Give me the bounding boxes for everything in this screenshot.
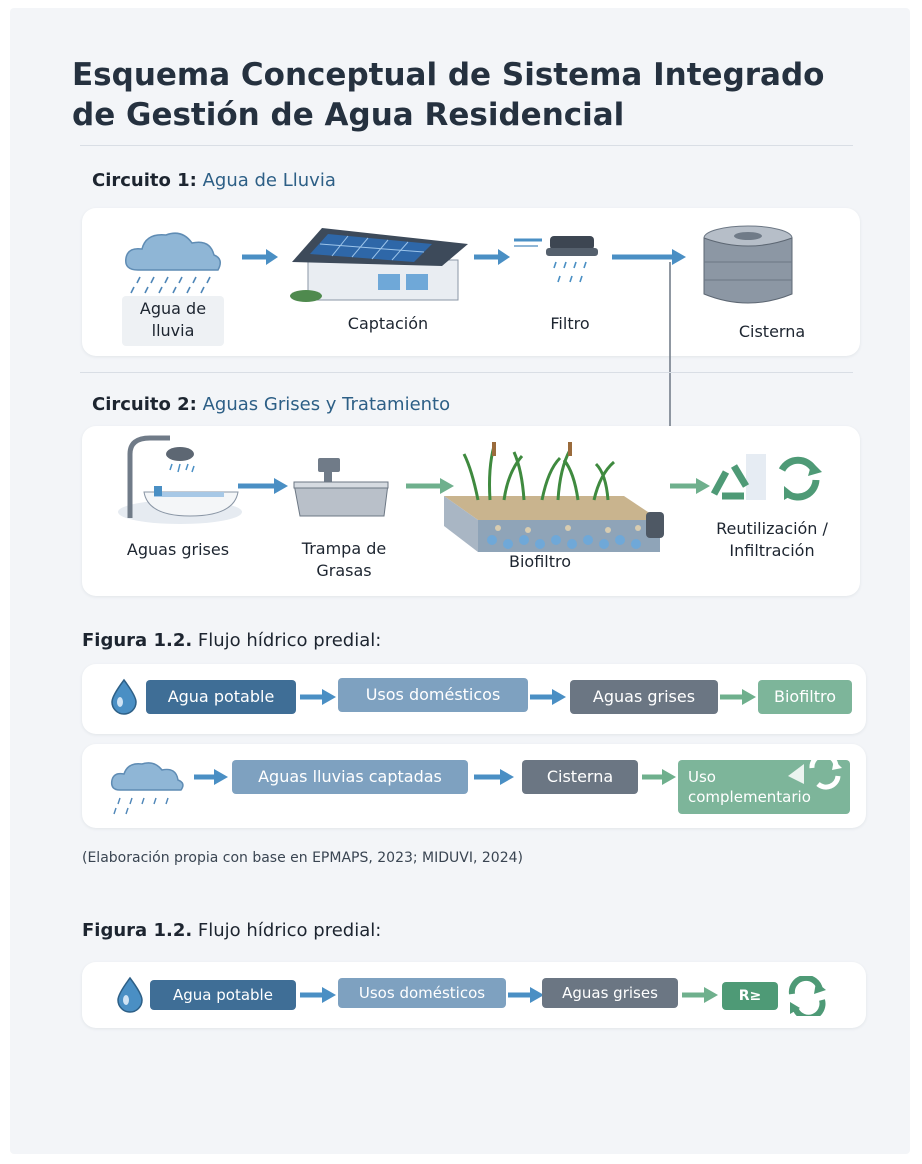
- rain-label-line-2: lluvia: [151, 321, 195, 340]
- capture-label: Captación: [347, 314, 429, 333]
- arrow-icon: [670, 478, 710, 494]
- reuse-badge: R≥: [722, 982, 778, 1010]
- grease-trap-label-line-1: Trampa de: [301, 539, 387, 558]
- rain-cloud-icon: [125, 232, 221, 294]
- figure-b-number: Figura 1.2.: [82, 920, 193, 941]
- circuit-2-number: Circuito 2:: [92, 394, 197, 415]
- complementary-use-line-1: Uso: [688, 768, 716, 786]
- arrow-icon: [242, 249, 278, 265]
- title-line-2: de Gestión de Agua Residencial: [72, 97, 625, 133]
- divider: [80, 145, 853, 146]
- flow-step-domestic-use: Usos domésticos: [338, 978, 506, 1008]
- flow-step-potable-water: Agua potable: [150, 980, 296, 1010]
- arrow-icon: [194, 769, 228, 785]
- grease-trap-icon: [293, 458, 389, 517]
- circuit-2-heading: Circuito 2: Aguas Grises y Tratamiento: [92, 394, 450, 415]
- house-solar-icon: [290, 228, 468, 302]
- water-drop-icon: [111, 678, 137, 715]
- flow-step-grey-water: Aguas grises: [542, 978, 678, 1008]
- filter-icon: [514, 236, 598, 283]
- recycle-icon: [710, 454, 822, 501]
- circuit-1-title: Agua de Lluvia: [202, 170, 336, 191]
- figure-a-number: Figura 1.2.: [82, 630, 193, 651]
- arrow-icon: [474, 249, 510, 265]
- flow-step-rainwater-captured: Aguas lluvias captadas: [232, 760, 468, 794]
- arrow-icon: [406, 478, 454, 494]
- arrow-icon: [238, 478, 288, 494]
- arrow-icon: [720, 689, 756, 705]
- arrow-icon: [530, 689, 566, 705]
- arrow-icon: [474, 769, 514, 785]
- complementary-use-line-2: complementario: [688, 788, 811, 806]
- arrow-icon: [300, 987, 336, 1003]
- reuse-badge-text: R≥: [738, 988, 762, 1004]
- arrow-icon: [508, 987, 544, 1003]
- circuit-1-number: Circuito 1:: [92, 170, 197, 191]
- rain-cloud-icon: [110, 762, 184, 815]
- page-title: Esquema Conceptual de Sistema Integrado …: [72, 55, 852, 135]
- arrow-icon: [682, 987, 718, 1003]
- cistern-tank-icon: [703, 225, 793, 304]
- biofilter-icon: [444, 442, 664, 552]
- rain-label: Agua de lluvia: [122, 296, 224, 346]
- grey-water-label: Aguas grises: [126, 540, 230, 559]
- figure-a-title: Flujo hídrico predial:: [197, 630, 382, 651]
- filter-label: Filtro: [550, 314, 590, 333]
- arrow-icon: [300, 689, 336, 705]
- flow-step-potable-water: Agua potable: [146, 680, 296, 714]
- recycle-icon: [788, 754, 842, 790]
- water-drop-icon: [117, 976, 143, 1013]
- arrow-icon: [642, 769, 676, 785]
- flow-step-cistern: Cisterna: [522, 760, 638, 794]
- recycle-icon: [788, 976, 826, 1016]
- circuit-2-title: Aguas Grises y Tratamiento: [202, 394, 451, 415]
- figure-b-title: Flujo hídrico predial:: [197, 920, 382, 941]
- flow-step-domestic-use: Usos domésticos: [338, 678, 528, 712]
- grease-trap-label: Trampa de Grasas: [292, 538, 396, 582]
- flow-step-biofilter: Biofiltro: [758, 680, 852, 714]
- figure-a-heading: Figura 1.2. Flujo hídrico predial:: [82, 630, 381, 651]
- biofilter-label: Biofiltro: [508, 552, 572, 571]
- flow-step-grey-water: Aguas grises: [570, 680, 718, 714]
- reuse-label: Reutilización / Infiltración: [700, 518, 844, 562]
- reuse-label-line-2: Infiltración: [729, 541, 815, 560]
- grease-trap-label-line-2: Grasas: [316, 561, 372, 580]
- figure-b-heading: Figura 1.2. Flujo hídrico predial:: [82, 920, 381, 941]
- shower-basin-icon: [118, 435, 242, 524]
- cistern-label: Cisterna: [738, 322, 806, 341]
- arrow-icon: [612, 249, 686, 265]
- title-line-1: Esquema Conceptual de Sistema Integrado: [72, 57, 825, 93]
- circuit-1-heading: Circuito 1: Agua de Lluvia: [92, 170, 336, 191]
- rain-label-line-1: Agua de: [139, 299, 207, 318]
- reuse-label-line-1: Reutilización /: [716, 519, 828, 538]
- source-note: (Elaboración propia con base en EPMAPS, …: [82, 850, 523, 866]
- divider: [80, 372, 853, 373]
